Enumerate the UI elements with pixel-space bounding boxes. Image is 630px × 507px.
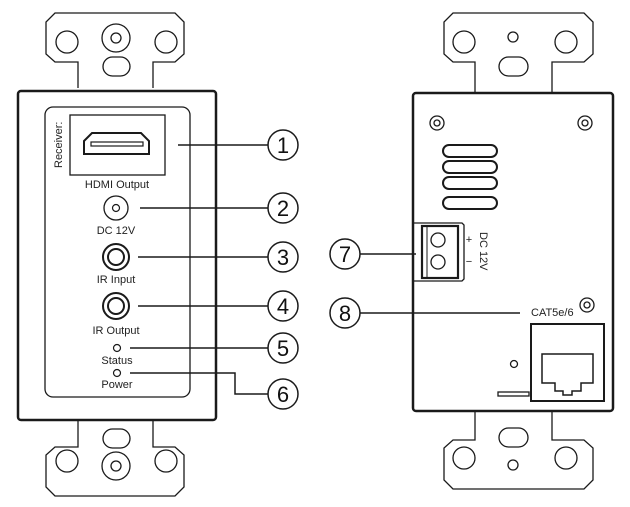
front-wallplate: Receiver: HDMI Output DC 12V IR Input IR… bbox=[16, 12, 218, 497]
vent-slot bbox=[442, 144, 498, 158]
terminal-plus-label: + bbox=[466, 234, 472, 246]
screw-hole-inner bbox=[110, 32, 122, 44]
status-label: Status bbox=[101, 355, 133, 367]
screw-inner bbox=[581, 119, 589, 127]
vent-slot bbox=[442, 196, 498, 210]
dc-jack-icon bbox=[103, 195, 129, 221]
rj45-port-icon bbox=[541, 353, 594, 396]
slot-hole bbox=[102, 428, 131, 449]
front-faceplate bbox=[44, 106, 191, 398]
hdmi-output-label: HDMI Output bbox=[85, 179, 149, 191]
slot-hole bbox=[498, 427, 529, 448]
slot bbox=[497, 391, 530, 397]
receiver-label: Receiver: bbox=[53, 122, 65, 168]
ir-input-jack-inner bbox=[107, 248, 125, 266]
dc-jack-pin bbox=[111, 203, 121, 213]
callout-1: 1 bbox=[267, 129, 299, 161]
callout-2: 2 bbox=[267, 192, 299, 224]
terminal-screw-minus bbox=[430, 254, 446, 270]
ir-output-jack-icon bbox=[102, 292, 130, 320]
hdmi-pins bbox=[90, 141, 144, 147]
screw-hole bbox=[154, 30, 178, 54]
callout-5: 5 bbox=[267, 332, 299, 364]
screw-hole bbox=[55, 30, 79, 54]
indicator-led bbox=[509, 359, 519, 369]
dc-12v-terminal-label: DC 12V bbox=[477, 232, 489, 271]
screw-hole bbox=[101, 451, 131, 481]
callout-number: 4 bbox=[277, 294, 289, 319]
screw-icon bbox=[429, 115, 445, 131]
screw-hole bbox=[452, 30, 476, 54]
bottom-mounting-tab bbox=[45, 420, 185, 497]
hdmi-bezel bbox=[69, 114, 166, 176]
rear-wallplate: DC 12V + − CAT5e/6 bbox=[411, 12, 615, 490]
top-mounting-tab bbox=[45, 12, 185, 88]
front-callouts: 1 2 3 4 5 6 bbox=[130, 129, 299, 410]
callout-number: 2 bbox=[277, 196, 289, 221]
callout-6: 6 bbox=[267, 378, 299, 410]
callout-number: 6 bbox=[277, 382, 289, 407]
screw-hole bbox=[101, 23, 131, 53]
rear-callouts: 7 8 bbox=[329, 238, 520, 329]
terminal-block-icon bbox=[420, 224, 460, 280]
slot-hole bbox=[498, 56, 529, 77]
ir-input-label: IR Input bbox=[97, 274, 136, 286]
screw-hole bbox=[507, 31, 519, 43]
screw-inner bbox=[433, 119, 441, 127]
vent-slot bbox=[442, 176, 498, 190]
screw-hole-inner bbox=[110, 460, 122, 472]
callout-3: 3 bbox=[267, 241, 299, 273]
power-label: Power bbox=[101, 379, 133, 391]
screw-icon bbox=[577, 115, 593, 131]
callout-number: 1 bbox=[277, 133, 289, 158]
terminal-minus-label: − bbox=[466, 256, 472, 268]
screw-hole bbox=[554, 30, 578, 54]
ir-input-jack-icon bbox=[102, 243, 130, 271]
terminal-block-housing bbox=[413, 222, 465, 282]
cat5e6-label: CAT5e/6 bbox=[531, 307, 574, 319]
ir-output-jack-inner bbox=[107, 297, 125, 315]
callout-number: 3 bbox=[277, 245, 289, 270]
callout-8: 8 bbox=[329, 297, 361, 329]
callout-4: 4 bbox=[267, 290, 299, 322]
callout-number: 5 bbox=[277, 336, 289, 361]
bottom-mounting-tab bbox=[443, 412, 594, 490]
vent-slot bbox=[442, 160, 498, 174]
terminal-screw-plus bbox=[430, 232, 446, 248]
rj45-bezel bbox=[530, 323, 605, 402]
screw-hole bbox=[55, 449, 79, 473]
screw-icon bbox=[579, 297, 595, 313]
slot-hole bbox=[102, 56, 131, 77]
screw-hole bbox=[452, 446, 476, 470]
rear-body bbox=[411, 91, 615, 413]
ir-output-label: IR Output bbox=[92, 325, 139, 337]
screw-hole bbox=[507, 459, 519, 471]
callout-number: 7 bbox=[339, 242, 351, 267]
screw-hole bbox=[154, 449, 178, 473]
front-body bbox=[16, 89, 218, 422]
callout-number: 8 bbox=[339, 301, 351, 326]
dc-12v-label: DC 12V bbox=[97, 225, 136, 237]
leader-line-6 bbox=[130, 372, 268, 395]
screw-hole bbox=[554, 446, 578, 470]
status-led-icon bbox=[112, 343, 122, 353]
screw-inner bbox=[583, 301, 591, 309]
hdmi-port-icon bbox=[83, 132, 150, 155]
callout-7: 7 bbox=[329, 238, 361, 270]
top-mounting-tab bbox=[443, 12, 594, 92]
power-led-icon bbox=[112, 368, 122, 378]
